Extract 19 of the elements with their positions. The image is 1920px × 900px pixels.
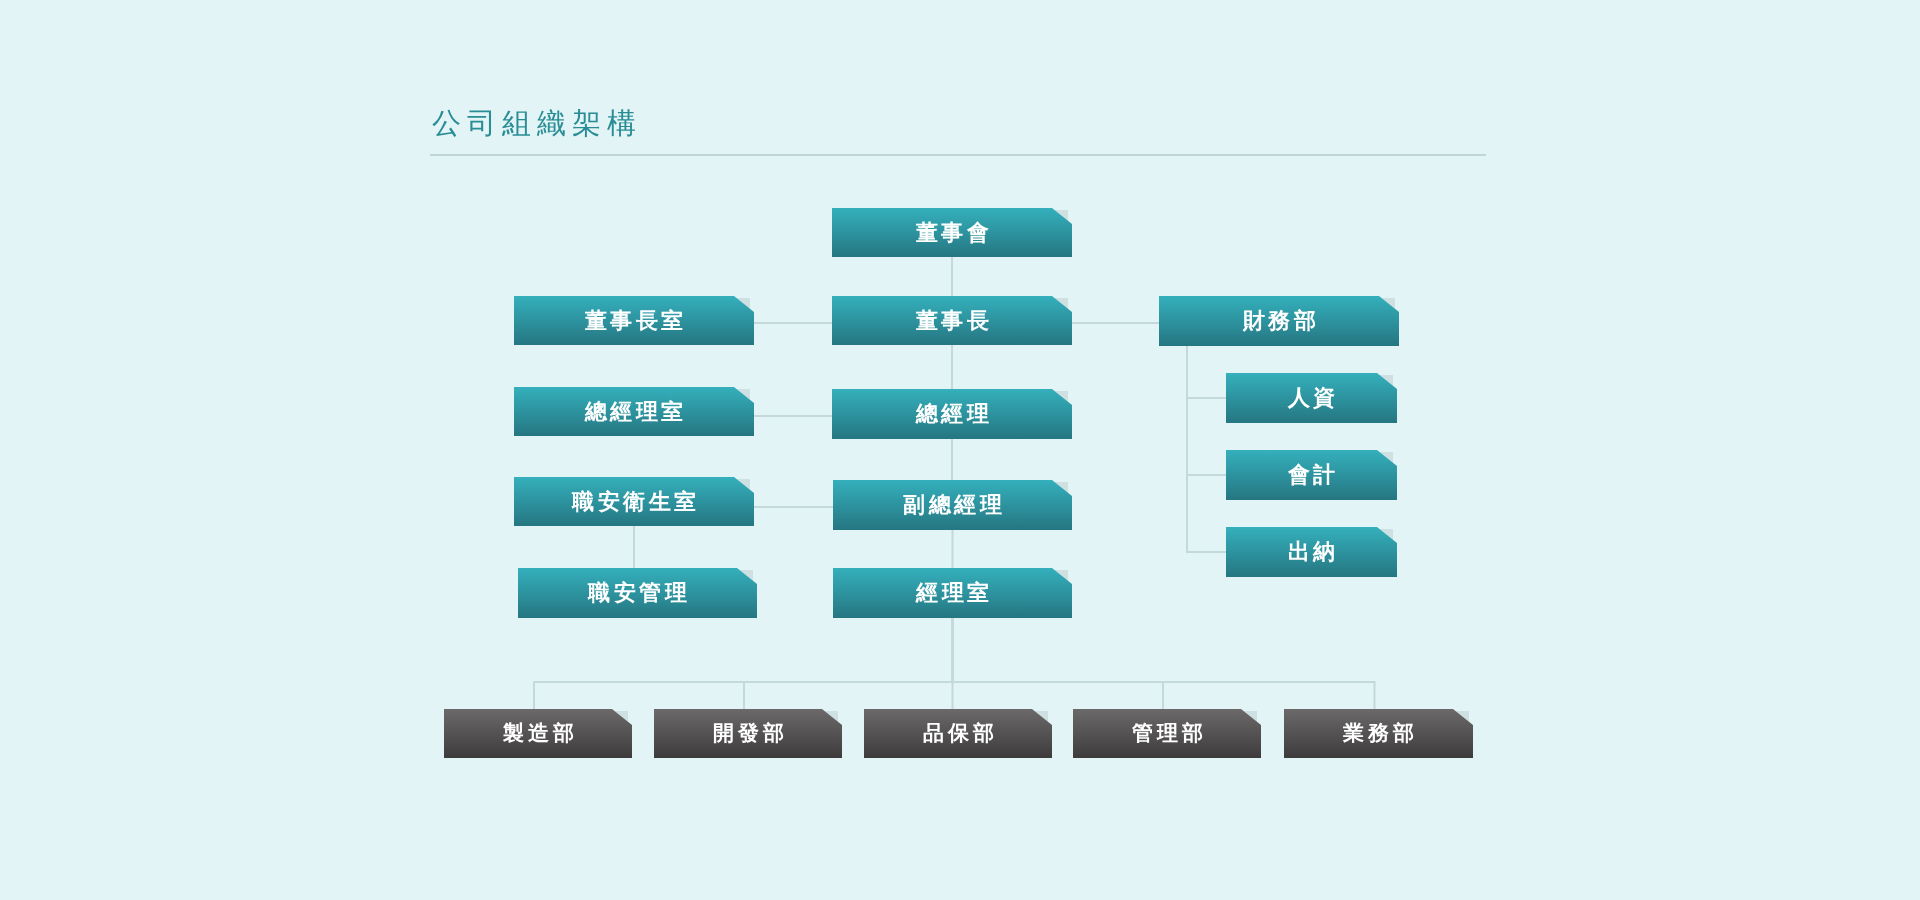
department-box: 董事長室 <box>514 296 754 345</box>
department-box: 董事會 <box>832 208 1072 257</box>
department-box: 總經理 <box>832 389 1072 439</box>
department-box: 財務部 <box>1159 296 1399 346</box>
department-box: 人資 <box>1226 373 1397 423</box>
department-box: 副總經理 <box>833 480 1072 530</box>
department-box: 製造部 <box>444 709 632 758</box>
department-box: 經理室 <box>833 568 1072 618</box>
department-box: 董事長 <box>832 296 1072 345</box>
department-box: 出納 <box>1226 527 1397 577</box>
department-box: 品保部 <box>864 709 1052 758</box>
page-title: 公司組織架構 <box>432 106 642 140</box>
department-box: 管理部 <box>1073 709 1261 758</box>
department-box: 會計 <box>1226 450 1397 500</box>
department-box: 職安衛生室 <box>514 477 754 526</box>
department-box: 開發部 <box>654 709 842 758</box>
department-box: 業務部 <box>1284 709 1473 758</box>
department-box: 職安管理 <box>518 568 757 618</box>
department-box: 總經理室 <box>514 387 754 436</box>
